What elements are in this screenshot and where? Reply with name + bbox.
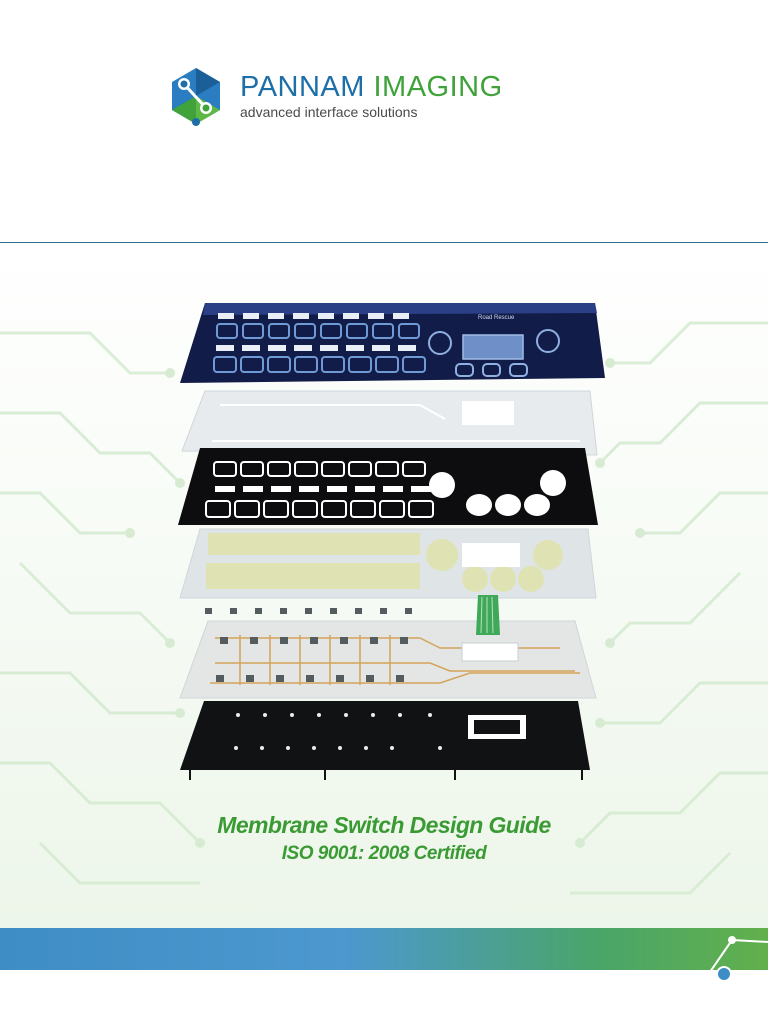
backer-layer [180, 701, 590, 780]
footer-band [0, 928, 768, 970]
document-title: Membrane Switch Design Guide [217, 812, 551, 838]
adhesive-spacer-layer [179, 528, 597, 599]
circuit-layer [179, 595, 597, 699]
spacer-layer-1 [181, 390, 598, 456]
header: PANNAM IMAGING advanced interface soluti… [0, 0, 768, 242]
brand-name: PANNAM IMAGING [240, 72, 503, 102]
overlay-brand-label: Road Rescue [478, 315, 515, 321]
header-divider [0, 242, 768, 243]
cover-title-block: Membrane Switch Design Guide ISO 9001: 2… [0, 812, 768, 865]
pannam-logo-icon [172, 68, 220, 126]
graphic-overlay-black-layer [178, 448, 598, 525]
corner-node-icon [709, 936, 768, 982]
brand-name-part1: PANNAM [240, 71, 365, 103]
graphic-overlay-layer: Road Rescue [180, 303, 605, 383]
brand-tagline: advanced interface solutions [240, 104, 418, 120]
membrane-switch-exploded-view: Road Rescue [178, 303, 605, 780]
brand-name-part2: IMAGING [373, 71, 503, 103]
logo-wordmark: PANNAM IMAGING advanced interface soluti… [240, 72, 503, 120]
document-subtitle: ISO 9001: 2008 Certified [281, 843, 487, 864]
